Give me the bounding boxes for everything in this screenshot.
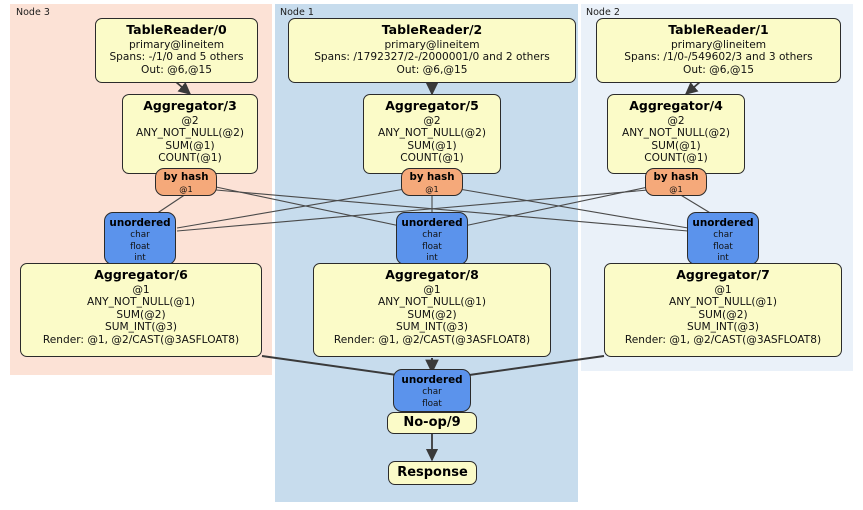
node-title: No-op/9 <box>403 415 461 431</box>
node-line: ANY_NOT_NULL(@2) <box>621 127 731 140</box>
node-line: @2 <box>181 114 199 127</box>
router-sub: @1 <box>179 184 193 195</box>
node-line: @2 <box>667 114 685 127</box>
panel-node-2-label: Node 2 <box>586 7 620 18</box>
node-line: COUNT(@1) <box>400 152 464 165</box>
node-title: Aggregator/8 <box>385 267 479 282</box>
stream-line: char <box>422 387 442 398</box>
stream-line: float <box>422 241 442 252</box>
node-line: Out: @6,@15 <box>396 63 468 76</box>
node-line: @1 <box>423 283 441 296</box>
router-title: by hash <box>653 172 699 183</box>
node-aggregator-6[interactable]: Aggregator/6 @1 ANY_NOT_NULL(@1) SUM(@2)… <box>20 263 262 357</box>
node-line: Render: @1, @2/CAST(@3ASFLOAT8) <box>333 333 531 346</box>
stream-line: int <box>426 253 438 264</box>
node-aggregator-4[interactable]: Aggregator/4 @2 ANY_NOT_NULL(@2) SUM(@1)… <box>607 94 745 174</box>
node-line: Render: @1, @2/CAST(@3ASFLOAT8) <box>42 333 240 346</box>
node-line: @1 <box>714 283 732 296</box>
node-line: SUM(@1) <box>651 139 701 152</box>
node-line: ANY_NOT_NULL(@1) <box>668 296 778 309</box>
node-unordered-mid[interactable]: unordered char float int <box>396 212 468 265</box>
node-by-hash-right[interactable]: by hash @1 <box>645 168 707 196</box>
node-line: SUM(@2) <box>116 308 166 321</box>
stream-line: int <box>717 253 729 264</box>
node-title: Response <box>397 465 468 481</box>
node-title: Aggregator/7 <box>676 267 770 282</box>
stream-title: unordered <box>692 217 754 229</box>
stream-line: char <box>130 230 150 241</box>
node-unordered-final[interactable]: unordered char float <box>393 369 471 412</box>
node-aggregator-3[interactable]: Aggregator/3 @2 ANY_NOT_NULL(@2) SUM(@1)… <box>122 94 258 174</box>
router-sub: @1 <box>425 184 439 195</box>
node-line: COUNT(@1) <box>644 152 708 165</box>
node-aggregator-8[interactable]: Aggregator/8 @1 ANY_NOT_NULL(@1) SUM(@2)… <box>313 263 551 357</box>
stream-line: int <box>134 253 146 264</box>
stream-line: float <box>713 241 733 252</box>
node-line: SUM_INT(@3) <box>104 321 178 334</box>
stream-line: float <box>130 241 150 252</box>
node-unordered-right[interactable]: unordered char float int <box>687 212 759 265</box>
node-by-hash-mid[interactable]: by hash @1 <box>401 168 463 196</box>
node-aggregator-7[interactable]: Aggregator/7 @1 ANY_NOT_NULL(@1) SUM(@2)… <box>604 263 842 357</box>
node-line: Spans: -/1/0 and 5 others <box>109 51 244 64</box>
panel-node-3-label: Node 3 <box>16 7 50 18</box>
panel-node-1-label: Node 1 <box>280 7 314 18</box>
stream-title: unordered <box>109 217 171 229</box>
node-title: Aggregator/3 <box>143 98 237 113</box>
node-unordered-left[interactable]: unordered char float int <box>104 212 176 265</box>
node-line: SUM(@1) <box>165 139 215 152</box>
node-tablereader-2[interactable]: TableReader/2 primary@lineitem Spans: /1… <box>288 18 576 83</box>
stream-line: float <box>422 398 442 409</box>
node-response[interactable]: Response <box>388 461 477 485</box>
node-title: Aggregator/5 <box>385 98 479 113</box>
node-title: TableReader/2 <box>381 22 483 37</box>
node-line: ANY_NOT_NULL(@1) <box>377 296 487 309</box>
node-title: Aggregator/4 <box>629 98 723 113</box>
node-noop-9[interactable]: No-op/9 <box>387 412 477 434</box>
node-aggregator-5[interactable]: Aggregator/5 @2 ANY_NOT_NULL(@2) SUM(@1)… <box>363 94 501 174</box>
node-line: SUM(@2) <box>698 308 748 321</box>
node-line: @1 <box>132 283 150 296</box>
node-line: COUNT(@1) <box>158 152 222 165</box>
node-title: TableReader/0 <box>126 22 227 37</box>
router-title: by hash <box>163 172 209 183</box>
node-tablereader-0[interactable]: TableReader/0 primary@lineitem Spans: -/… <box>95 18 258 83</box>
router-sub: @1 <box>669 184 683 195</box>
stream-title: unordered <box>401 374 463 386</box>
node-line: SUM(@2) <box>407 308 457 321</box>
node-line: Spans: /1792327/2-/2000001/0 and 2 other… <box>314 51 550 64</box>
node-title: TableReader/1 <box>668 22 769 37</box>
node-line: SUM_INT(@3) <box>686 321 760 334</box>
stream-line: char <box>422 230 442 241</box>
node-line: primary@lineitem <box>384 38 480 51</box>
node-line: @2 <box>423 114 441 127</box>
node-line: Out: @6,@15 <box>683 63 754 76</box>
node-line: primary@lineitem <box>128 38 225 51</box>
router-title: by hash <box>409 172 455 183</box>
node-line: ANY_NOT_NULL(@1) <box>86 296 196 309</box>
node-line: Out: @6,@15 <box>141 63 212 76</box>
node-line: Render: @1, @2/CAST(@3ASFLOAT8) <box>624 333 822 346</box>
stream-line: char <box>713 230 733 241</box>
stream-title: unordered <box>401 217 463 229</box>
node-tablereader-1[interactable]: TableReader/1 primary@lineitem Spans: /1… <box>596 18 841 83</box>
node-by-hash-left[interactable]: by hash @1 <box>155 168 217 196</box>
node-line: primary@lineitem <box>670 38 767 51</box>
node-line: Spans: /1/0-/549602/3 and 3 others <box>624 51 813 64</box>
node-line: SUM(@1) <box>407 139 457 152</box>
node-title: Aggregator/6 <box>94 267 188 282</box>
node-line: ANY_NOT_NULL(@2) <box>377 127 487 140</box>
node-line: ANY_NOT_NULL(@2) <box>135 127 245 140</box>
node-line: SUM_INT(@3) <box>395 321 469 334</box>
